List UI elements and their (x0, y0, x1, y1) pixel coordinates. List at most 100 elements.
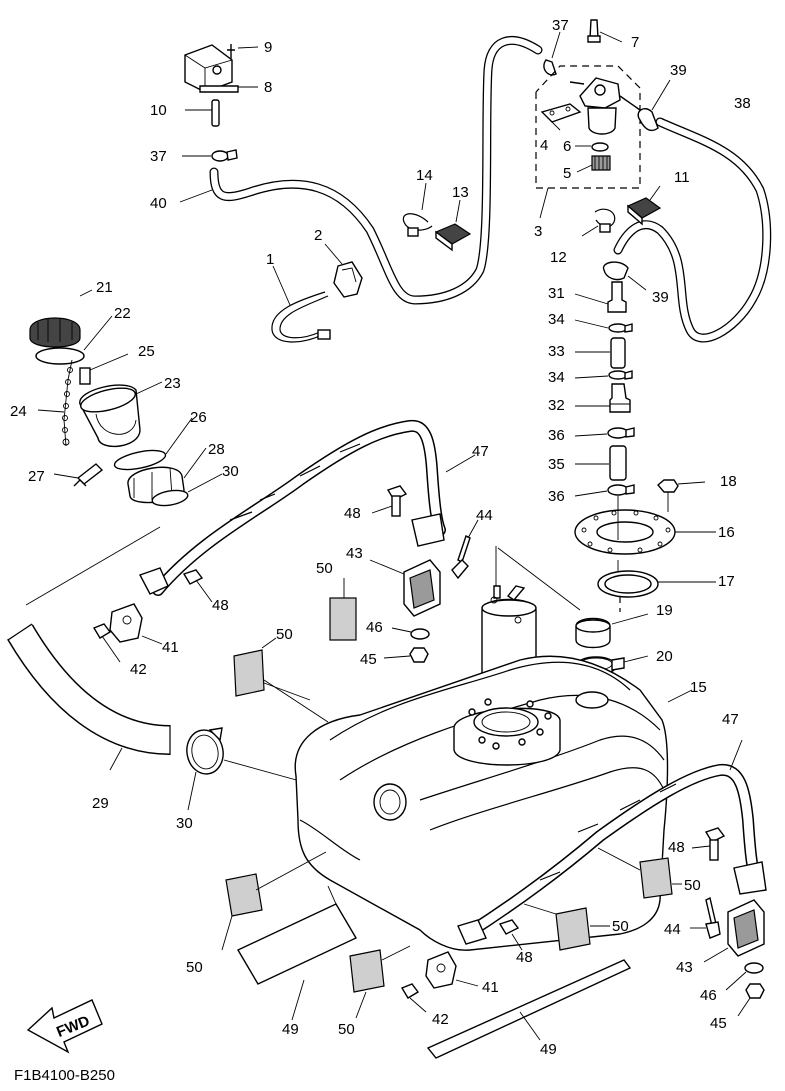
callout-44: 44 (476, 507, 493, 524)
clip-13 (434, 199, 472, 252)
callout-50-e: 50 (612, 918, 629, 935)
callout-39-lower: 39 (652, 289, 669, 306)
forward-direction-arrow: FWD (26, 999, 103, 1054)
callout-47: 47 (472, 443, 489, 460)
clamp-36-a (574, 427, 635, 439)
strap-47-upper (139, 419, 476, 596)
callout-2: 2 (314, 227, 322, 244)
callout-41-lower: 41 (482, 979, 499, 996)
tie-12 (581, 208, 616, 237)
callout-labels: 1 2 3 4 5 6 7 8 9 10 11 12 13 14 15 16 1… (10, 17, 751, 1058)
damper-41-lower (425, 951, 479, 989)
callout-36-b: 36 (548, 488, 565, 505)
callout-29: 29 (92, 795, 109, 812)
callout-45-lower: 45 (710, 1015, 727, 1032)
strip-49-left (237, 885, 357, 1021)
callout-10: 10 (150, 102, 167, 119)
callout-25: 25 (138, 343, 155, 360)
clamp-36-b (574, 484, 635, 497)
callout-7: 7 (631, 34, 639, 51)
pad-50-a (329, 578, 357, 641)
nut-18 (657, 479, 706, 512)
callout-43-lower: 43 (676, 959, 693, 976)
gasket-26 (113, 417, 193, 471)
vent-hose-40 (209, 36, 543, 305)
callout-47-lower: 47 (722, 711, 739, 728)
fitting-7 (587, 19, 623, 43)
bolt-48-upper-left (182, 569, 213, 603)
callout-36: 36 (548, 427, 565, 444)
clamp-39-lower (602, 261, 647, 291)
callout-30-lower: 30 (176, 815, 193, 832)
callout-5: 5 (563, 165, 571, 182)
callout-3: 3 (534, 223, 542, 240)
clamp-30-lower (186, 727, 224, 811)
callout-26: 26 (190, 409, 207, 426)
callout-48-c: 48 (668, 839, 685, 856)
joint-31 (574, 281, 627, 313)
callout-41: 41 (162, 639, 179, 656)
callout-19: 19 (656, 602, 673, 619)
callout-23: 23 (164, 375, 181, 392)
hose-35 (575, 445, 627, 481)
callout-28: 28 (208, 441, 225, 458)
callout-44-lower: 44 (664, 921, 681, 938)
callout-17: 17 (718, 573, 735, 590)
callout-24: 24 (10, 403, 27, 420)
callout-27: 27 (28, 468, 45, 485)
callout-14: 14 (416, 167, 433, 184)
callout-49: 49 (282, 1021, 299, 1038)
callout-38: 38 (734, 95, 751, 112)
bolt-48-lower-left (498, 919, 523, 951)
strap-47-lower (457, 739, 767, 945)
clamp-39-top (637, 79, 671, 132)
tie-14 (402, 182, 433, 237)
callout-50-b: 50 (276, 626, 293, 643)
pad-50-b (233, 637, 329, 723)
sensor-44-upper (451, 519, 479, 580)
pad-50-d (349, 945, 411, 1019)
callout-11: 11 (674, 169, 690, 186)
callout-34-b: 34 (548, 369, 565, 386)
callout-46: 46 (366, 619, 383, 636)
callout-21: 21 (96, 279, 113, 296)
callout-45: 45 (360, 651, 377, 668)
fuel-filter-assembly-3 (535, 65, 641, 189)
callout-9: 9 (264, 39, 272, 56)
callout-8: 8 (264, 79, 272, 96)
callout-6: 6 (563, 138, 571, 155)
callout-39: 39 (670, 62, 687, 79)
bolt-42-upper (92, 623, 121, 663)
callout-35: 35 (548, 456, 565, 473)
callout-49-right: 49 (540, 1041, 557, 1058)
callout-37: 37 (552, 17, 569, 34)
vent-hose-38 (613, 117, 772, 343)
callout-48-d: 48 (516, 949, 533, 966)
callout-15: 15 (690, 679, 707, 696)
callout-34: 34 (548, 311, 565, 328)
strip-49-right (426, 959, 632, 1059)
bolt-42-lower (400, 983, 427, 1013)
callout-48-b: 48 (212, 597, 229, 614)
filler-hose-29 (7, 623, 171, 771)
callout-33: 33 (548, 343, 565, 360)
callout-31: 31 (548, 285, 565, 302)
fuel-tank-15 (255, 655, 693, 951)
clamp-37-left (182, 149, 238, 162)
mount-43-lower (703, 899, 765, 963)
bolt-48-upper-right (371, 485, 408, 517)
bolt-48-lower-right (691, 827, 726, 861)
callout-12: 12 (550, 249, 567, 266)
callout-32: 32 (548, 397, 565, 414)
callout-37-left: 37 (150, 148, 167, 165)
pad-50-f (597, 847, 682, 899)
pad-50-c (221, 851, 327, 951)
nut-45-upper (383, 647, 429, 663)
o-ring-6 (575, 142, 609, 152)
hose-33 (575, 337, 626, 369)
gasket-17 (597, 570, 716, 598)
callout-50-d: 50 (338, 1021, 355, 1038)
fitting-27 (53, 463, 104, 487)
callout-48: 48 (344, 505, 361, 522)
